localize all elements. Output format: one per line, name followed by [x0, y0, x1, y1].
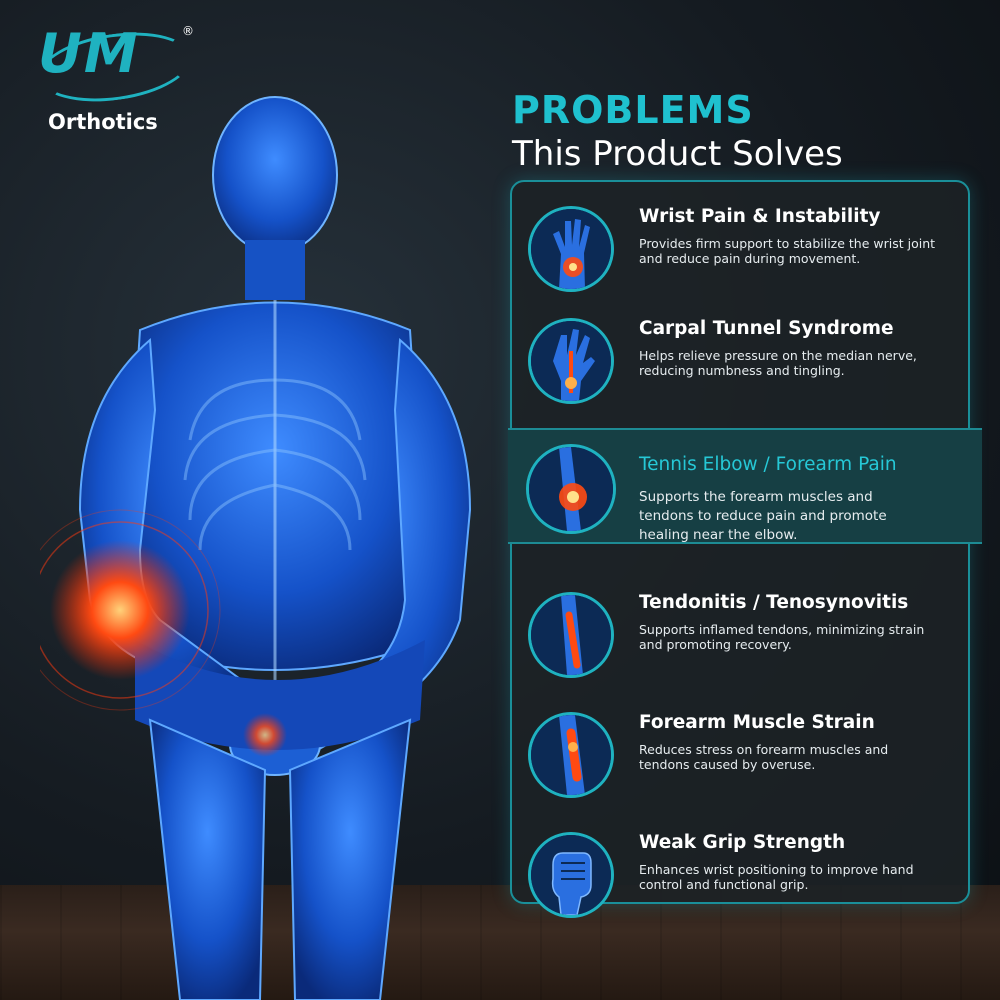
wrist-pain-icon	[528, 206, 614, 292]
anatomy-figure-illustration	[40, 96, 472, 1000]
problem-item-tennis-elbow: Tennis Elbow / Forearm Pain Supports the…	[508, 428, 982, 544]
problem-description: Enhances wrist positioning to improve ha…	[639, 862, 914, 892]
problem-item-tendonitis: Tendonitis / Tenosynovitis Supports infl…	[512, 572, 968, 684]
fist-grip-icon	[528, 832, 614, 918]
headline: PROBLEMS This Product Solves	[512, 88, 843, 174]
problem-item-weak-grip: Weak Grip Strength Enhances wrist positi…	[512, 812, 968, 924]
problem-description: Supports the forearm muscles and tendons…	[639, 489, 887, 543]
problem-description: Reduces stress on forearm muscles and te…	[639, 742, 889, 772]
carpal-tunnel-icon	[528, 318, 614, 404]
problem-item-carpal-tunnel: Carpal Tunnel Syndrome Helps relieve pre…	[512, 298, 968, 410]
problem-title: Tendonitis / Tenosynovitis	[639, 592, 909, 613]
elbow-pain-glow	[50, 540, 190, 680]
problem-title: Wrist Pain & Instability	[639, 206, 881, 227]
brand-name: Orthotics	[48, 110, 158, 134]
problem-title-highlighted: Tennis Elbow / Forearm Pain	[639, 454, 897, 475]
problem-description: Supports inflamed tendons, minimizing st…	[639, 622, 925, 652]
problem-title: Forearm Muscle Strain	[639, 712, 875, 733]
brand-logo: UM ® Orthotics	[34, 22, 198, 142]
forearm-strain-icon	[528, 712, 614, 798]
logo-mark: UM	[38, 22, 140, 85]
problem-title: Carpal Tunnel Syndrome	[639, 318, 894, 339]
problem-description: Provides firm support to stabilize the w…	[639, 236, 936, 266]
problems-panel: Wrist Pain & Instability Provides firm s…	[508, 180, 982, 918]
problem-item-forearm-strain: Forearm Muscle Strain Reduces stress on …	[512, 692, 968, 804]
wooden-floor	[0, 885, 1000, 1000]
tendon-icon	[528, 592, 614, 678]
problem-description: Helps relieve pressure on the median ner…	[639, 348, 917, 378]
elbow-pain-icon	[526, 444, 616, 534]
headline-title: PROBLEMS	[512, 88, 754, 132]
headline-subtitle: This Product Solves	[512, 134, 843, 174]
registered-mark: ®	[182, 24, 194, 38]
problem-title: Weak Grip Strength	[639, 832, 846, 853]
problem-item-wrist-pain: Wrist Pain & Instability Provides firm s…	[512, 186, 968, 298]
